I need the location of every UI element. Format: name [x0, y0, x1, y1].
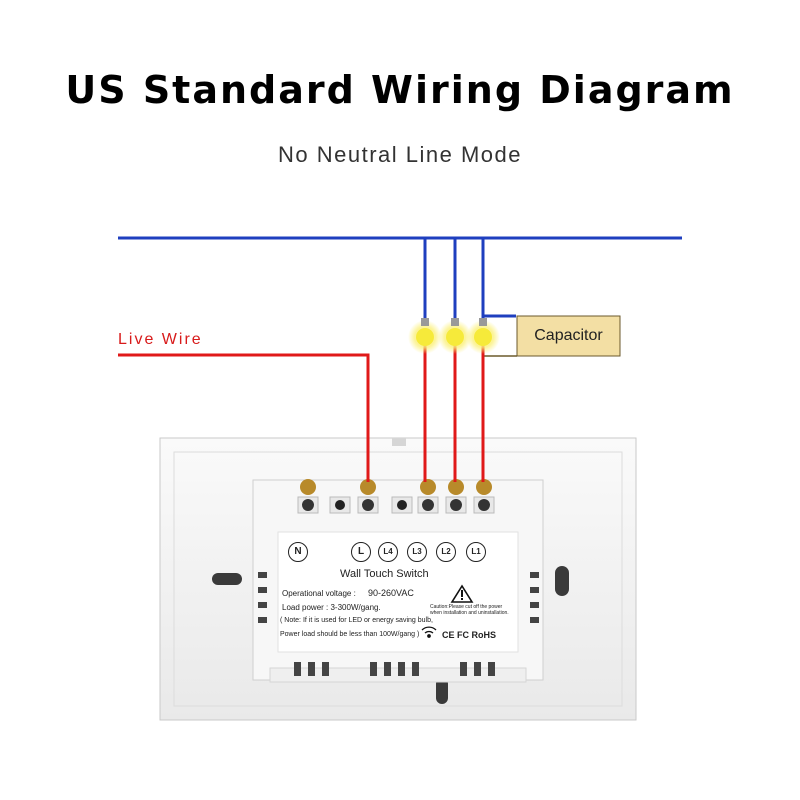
wifi-icon [421, 626, 437, 638]
note-line-1: ( Note: If it is used for LED or energy … [280, 617, 433, 624]
mount-slot-right [555, 566, 569, 596]
terminal-N: N [288, 542, 308, 562]
live-wire-label: Live Wire [118, 331, 203, 348]
mount-slot-left [212, 573, 242, 585]
screw-L1 [473, 479, 495, 514]
screw-N [297, 479, 319, 514]
voltage-caption: Operational voltage : [282, 589, 356, 598]
certifications: CE FC RoHS [442, 630, 496, 640]
terminal-L: L [351, 542, 371, 562]
caution-text: Caution:Please cut off the power when in… [430, 604, 509, 616]
page-title: US Standard Wiring Diagram [65, 68, 735, 112]
voltage-value: 90-260VAC [368, 588, 414, 598]
screw-L3 [417, 479, 439, 514]
page-subtitle: No Neutral Line Mode [277, 142, 522, 167]
load-power: Load power : 3-300W/gang. [282, 603, 381, 612]
capacitor-box [516, 315, 621, 357]
bulbs [408, 318, 500, 354]
screw-blank-2 [391, 496, 413, 514]
terminal-L1: L1 [466, 542, 486, 562]
switch-name: Wall Touch Switch [340, 568, 429, 580]
wall-plate-inner [173, 451, 623, 707]
bulb-1 [408, 318, 442, 354]
screw-L [357, 479, 379, 514]
red-wires [118, 345, 485, 482]
screw-L2 [445, 479, 467, 514]
bottom-vents [294, 662, 495, 676]
plate-notch-top [392, 438, 406, 446]
plate-notch-bottom [436, 678, 448, 704]
screw-blank-1 [329, 496, 351, 514]
note-line-2: Power load should be less than 100W/gang… [280, 631, 420, 638]
live-wire-feed [118, 353, 370, 482]
bulb-3 [466, 318, 500, 354]
terminal-screws [297, 479, 495, 514]
terminal-L4: L4 [378, 542, 398, 562]
terminal-L3: L3 [407, 542, 427, 562]
capacitor-label: Capacitor [534, 327, 603, 344]
warning-icon [450, 584, 474, 603]
blue-wires [118, 236, 682, 322]
terminal-L2: L2 [436, 542, 456, 562]
bulb-2 [438, 318, 472, 354]
side-vents [258, 572, 539, 623]
